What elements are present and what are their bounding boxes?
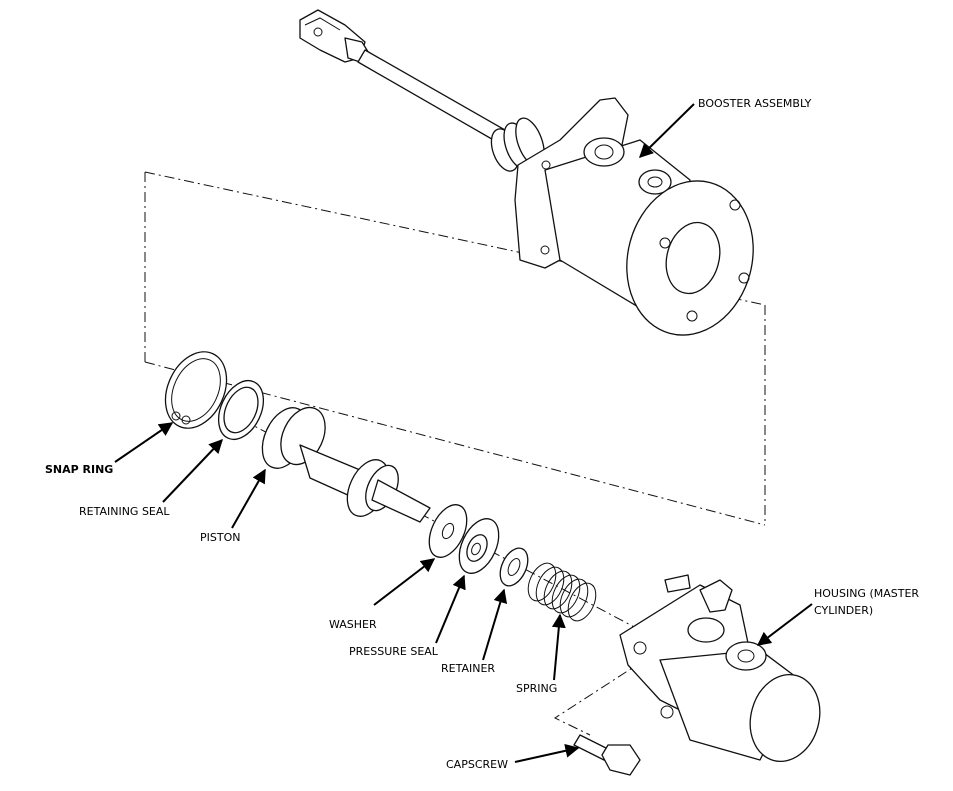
label-housing-line1: HOUSING (MASTER bbox=[814, 587, 919, 600]
label-retaining-seal: RETAINING SEAL bbox=[79, 505, 170, 518]
label-washer: WASHER bbox=[329, 618, 377, 631]
booster-assembly bbox=[299, 9, 754, 336]
spring bbox=[527, 562, 597, 622]
snap-ring bbox=[164, 351, 228, 429]
label-spring: SPRING bbox=[516, 682, 557, 695]
retaining-seal bbox=[217, 380, 265, 440]
label-pressure-seal: PRESSURE SEAL bbox=[349, 645, 439, 658]
capscrew bbox=[573, 734, 641, 776]
housing-master-cylinder bbox=[619, 574, 821, 763]
callout-labels: BOOSTER ASSEMBLY SNAP RING RETAINING SEA… bbox=[45, 97, 919, 771]
leader-lines bbox=[114, 103, 813, 763]
label-housing-line2: CYLINDER) bbox=[814, 604, 873, 617]
label-piston: PISTON bbox=[200, 531, 240, 544]
washer bbox=[428, 504, 468, 558]
retainer bbox=[499, 547, 529, 587]
piston bbox=[261, 406, 431, 523]
label-snap-ring: SNAP RING bbox=[45, 463, 113, 476]
pressure-seal bbox=[458, 518, 500, 574]
label-retainer: RETAINER bbox=[441, 662, 495, 675]
label-booster-assembly: BOOSTER ASSEMBLY bbox=[698, 97, 812, 110]
label-capscrew: CAPSCREW bbox=[446, 758, 508, 771]
